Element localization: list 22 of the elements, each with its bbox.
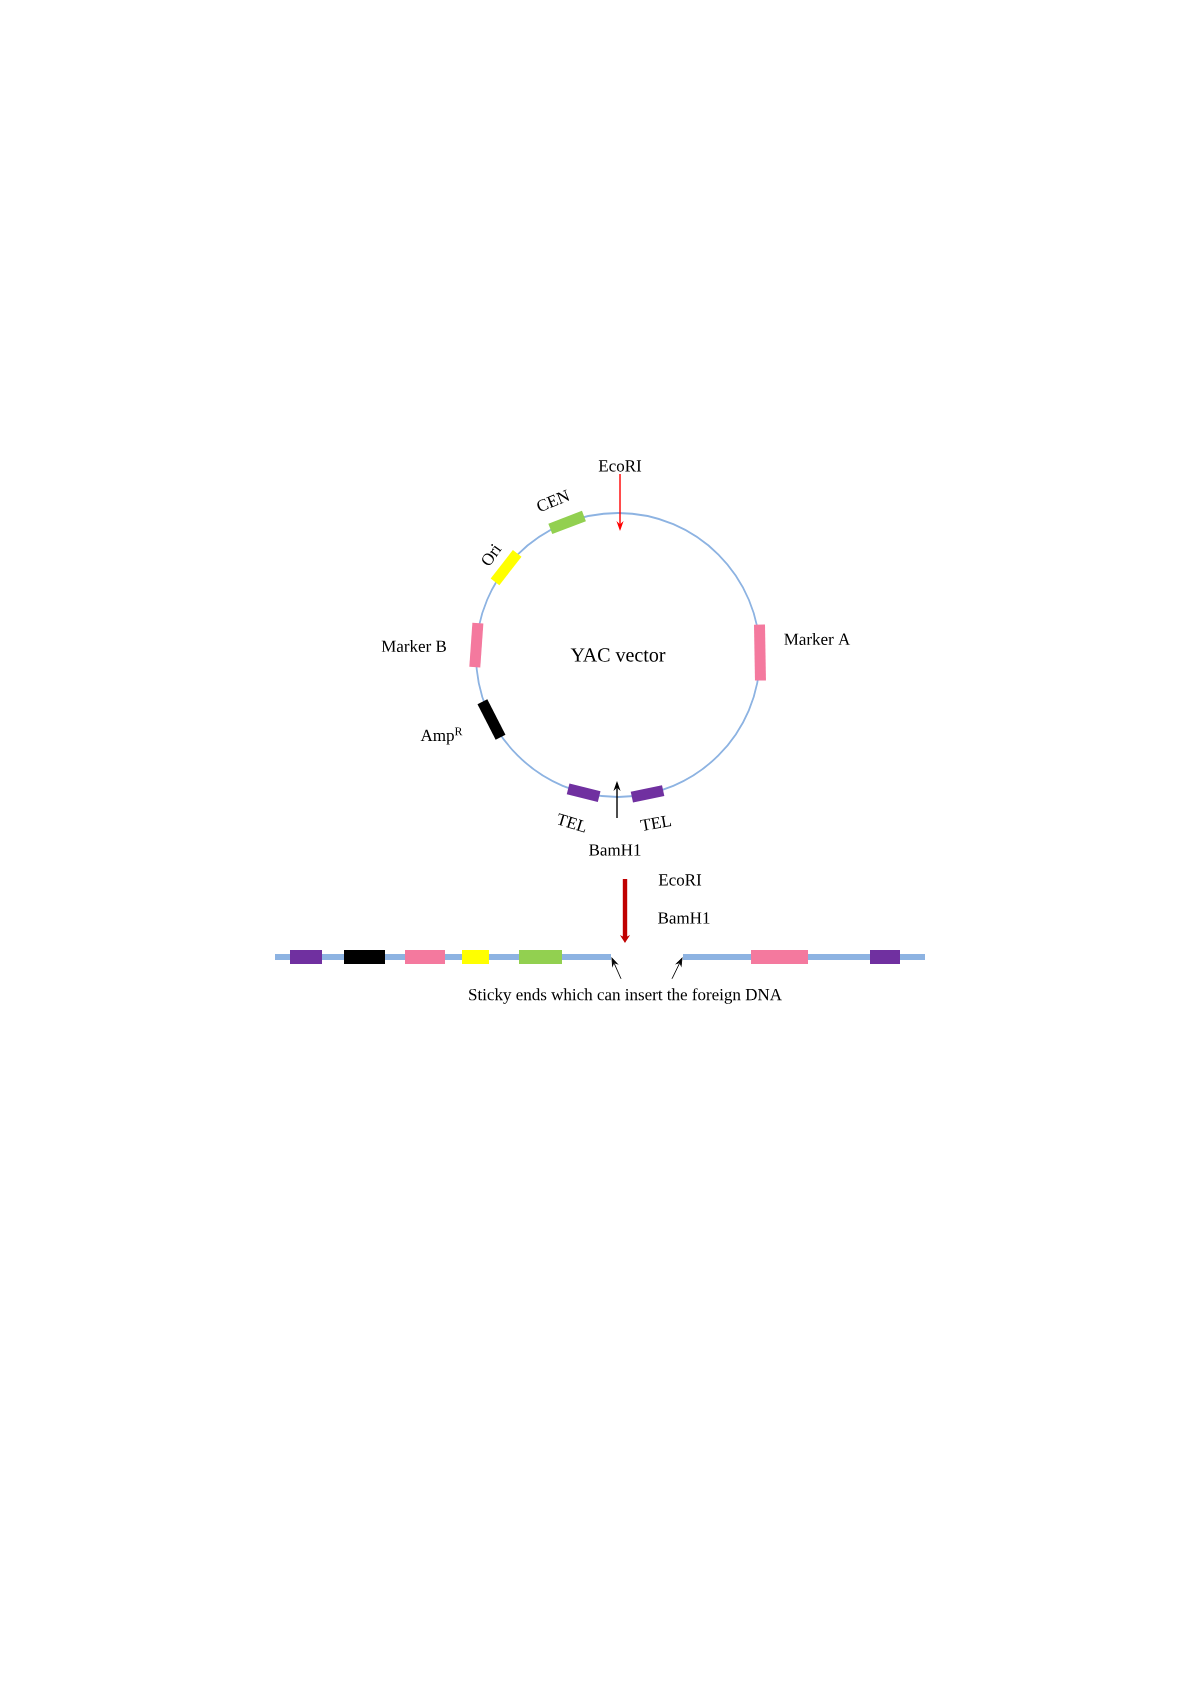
leader-line xyxy=(671,957,683,980)
leader-line xyxy=(611,957,622,980)
text-label: EcoRI xyxy=(598,460,642,472)
text-label: EcoRI xyxy=(658,874,702,886)
dna-fragment xyxy=(683,950,925,964)
gene-label: TEL xyxy=(557,813,586,833)
gene-label: TEL xyxy=(640,815,672,831)
gene-block xyxy=(630,785,665,803)
gene-label: Marker B xyxy=(381,640,446,652)
text-label: BamH1 xyxy=(589,844,641,856)
gene-block xyxy=(754,624,766,681)
text-label: Sticky ends which can insert the foreign DNA xyxy=(469,988,782,1004)
gene-block xyxy=(469,622,484,668)
gene-label: Marker A xyxy=(784,633,851,645)
gene-block xyxy=(548,510,586,535)
gene-label: Amp$^{R}$ xyxy=(420,727,463,745)
gene-label: CEN xyxy=(537,489,570,511)
dna-fragment xyxy=(275,950,611,964)
gene-label: Ori xyxy=(482,544,502,566)
gene-block xyxy=(477,699,506,740)
text-label: BamH1 xyxy=(658,912,710,924)
gene-block xyxy=(566,783,601,802)
